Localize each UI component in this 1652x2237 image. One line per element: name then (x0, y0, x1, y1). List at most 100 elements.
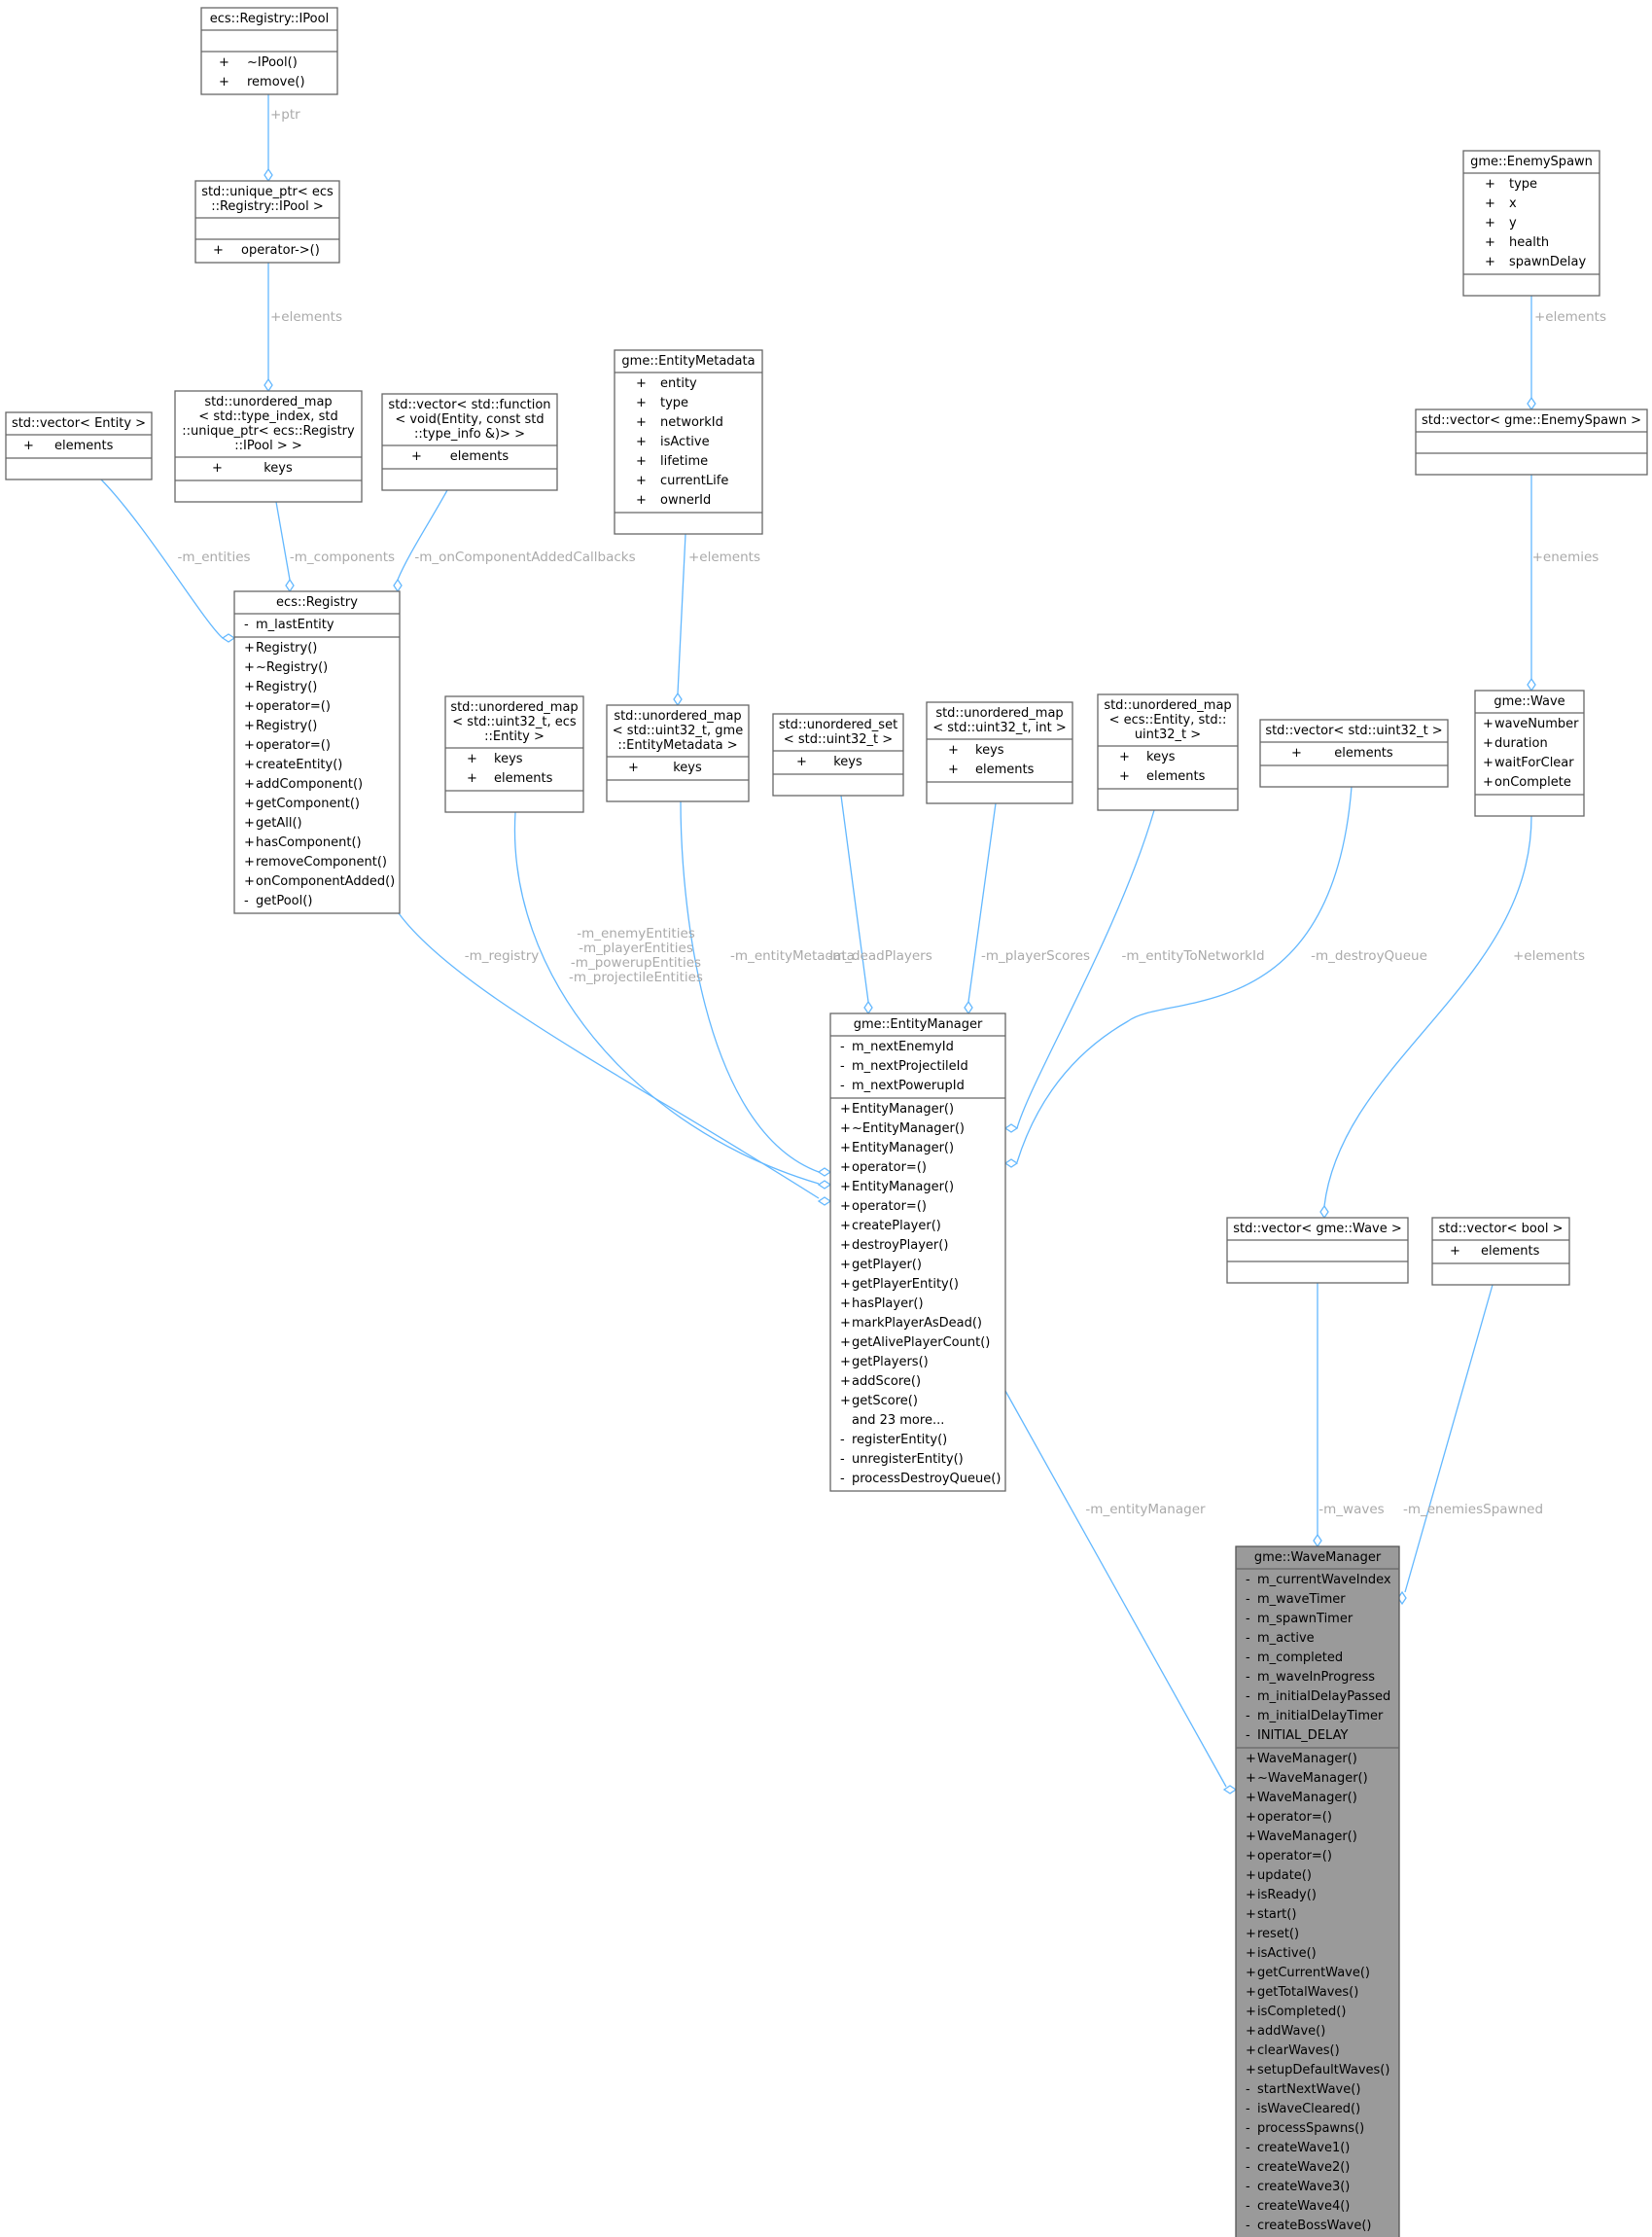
class-box-frame (772, 713, 904, 797)
class-box-frame (1415, 408, 1648, 476)
class-title: std::vector< std::function (388, 398, 550, 412)
class-box-vec_func[interactable]: std::vector< std::function< void(Entity,… (381, 393, 558, 491)
class-box-umap_net[interactable]: std::unordered_map< ecs::Entity, std::ui… (1097, 693, 1239, 811)
class-box-umap_int[interactable]: std::unordered_map< std::uint32_t, int >… (926, 701, 1073, 804)
class-title: std::unordered_set (779, 718, 897, 732)
method-name: remove() (247, 75, 305, 89)
class-box-umap_type[interactable]: std::unordered_map< std::type_index, std… (174, 390, 363, 503)
method-name: registerEntity() (852, 1433, 947, 1447)
method-name: startNextWave() (1257, 2082, 1360, 2097)
method-name: WaveManager() (1257, 1791, 1357, 1805)
class-box-enemyspawn[interactable]: gme::EnemySpawn+type+x+y+health+spawnDel… (1462, 150, 1600, 297)
class-box-vec_spawn[interactable]: std::vector< gme::EnemySpawn > (1415, 408, 1648, 476)
class-title: < std::uint32_t, ecs (452, 715, 577, 729)
method-name: processDestroyQueue() (852, 1472, 1001, 1486)
aggregation-diamond (1319, 1204, 1329, 1220)
edge-label: +elements (1534, 309, 1606, 325)
method-name: WaveManager() (1257, 1829, 1357, 1844)
class-box-meta[interactable]: gme::EntityMetadata+entity+type+networkI… (614, 349, 763, 535)
association-edge-e_meta_elem (673, 533, 686, 707)
method-name: getTotalWaves() (1257, 1985, 1358, 2000)
aggregation-diamond (285, 578, 295, 593)
class-box-wm[interactable]: gme::WaveManager-m_currentWaveIndex-m_wa… (1235, 1545, 1400, 2237)
method-name: getAll() (256, 816, 302, 831)
method-name: hasPlayer() (852, 1296, 924, 1311)
class-box-umap_meta[interactable]: std::unordered_map< std::uint32_t, gme::… (606, 704, 750, 802)
edge-label: -m_entityToNetworkId (1121, 948, 1264, 964)
edge-label: -m_powerupEntities (571, 955, 701, 971)
attribute-name: elements (450, 449, 510, 464)
visibility-marker: + (1246, 1907, 1256, 1922)
visibility-marker: + (244, 816, 255, 831)
visibility-marker: + (1291, 746, 1302, 761)
class-box-vec_u32[interactable]: std::vector< std::uint32_t >+elements (1259, 719, 1449, 788)
association-line (680, 800, 820, 1173)
visibility-marker: + (1246, 1829, 1256, 1844)
class-title: < std::type_index, std (198, 409, 337, 424)
visibility-marker: - (840, 1452, 845, 1467)
aggregation-diamond (817, 1167, 832, 1177)
association-edge-e_callbacks (393, 489, 448, 593)
visibility-marker: - (1246, 1612, 1250, 1626)
class-box-wave[interactable]: gme::Wave+waveNumber+duration+waitForCle… (1474, 690, 1585, 817)
class-box-ipool[interactable]: ecs::Registry::IPool+~IPool()+remove() (200, 7, 338, 95)
attribute-name: m_initialDelayPassed (1257, 1689, 1390, 1704)
visibility-marker: - (244, 618, 249, 632)
visibility-marker: + (1246, 2005, 1256, 2019)
class-title: std::unordered_map (935, 706, 1063, 721)
class-box-em[interactable]: gme::EntityManager-m_nextEnemyId-m_nextP… (829, 1012, 1006, 1492)
visibility-marker: + (1246, 1868, 1256, 1883)
class-box-vec_entity[interactable]: std::vector< Entity >+elements (5, 411, 153, 480)
visibility-marker: + (1450, 1244, 1460, 1259)
method-name: operator->() (241, 243, 320, 258)
visibility-marker: - (840, 1433, 845, 1447)
edge-label: -m_components (290, 550, 395, 565)
method-name: Registry() (256, 680, 317, 694)
method-name: addWave() (1257, 2024, 1325, 2039)
visibility-marker: + (948, 763, 959, 777)
method-name: createPlayer() (852, 1219, 941, 1233)
visibility-marker: - (1246, 2160, 1250, 2175)
method-name: getScore() (852, 1394, 918, 1408)
visibility-marker: + (1246, 1810, 1256, 1825)
attribute-name: m_lastEntity (256, 618, 334, 632)
class-title: std::vector< gme::Wave > (1233, 1222, 1402, 1236)
class-title: gme::EnemySpawn (1470, 155, 1593, 169)
method-name: ~WaveManager() (1257, 1771, 1368, 1786)
class-title: gme::EntityMetadata (621, 354, 755, 369)
class-box-vec_bool[interactable]: std::vector< bool >+elements (1431, 1217, 1570, 1286)
method-name: operator=() (1257, 1810, 1332, 1825)
visibility-marker: + (244, 777, 255, 792)
class-box-registry[interactable]: ecs::Registry-m_lastEntity+Registry()+~R… (233, 590, 401, 914)
edge-label: -m_enemyEntities (577, 926, 695, 941)
visibility-marker: - (1246, 2219, 1250, 2233)
method-name: operator=() (852, 1160, 927, 1175)
association-edge-e_registry (398, 912, 832, 1206)
method-name: destroyPlayer() (852, 1238, 948, 1253)
edge-label: -m_playerEntities (579, 941, 693, 956)
edge-label: +enemies (1532, 550, 1599, 565)
visibility-marker: + (1483, 736, 1494, 751)
attribute-name: type (1509, 177, 1537, 192)
method-name: processSpawns() (1257, 2121, 1364, 2136)
visibility-marker: + (1246, 1966, 1256, 1980)
method-name: Registry() (256, 719, 317, 733)
class-title: uint32_t > (1135, 728, 1201, 742)
visibility-marker: - (1246, 1670, 1250, 1685)
visibility-marker: - (244, 894, 249, 908)
edge-label: +elements (688, 550, 760, 565)
aggregation-diamond (1527, 396, 1536, 411)
method-name: getComponent() (256, 797, 360, 811)
aggregation-diamond (964, 1000, 973, 1015)
visibility-marker: + (1246, 2063, 1256, 2077)
class-box-umap_ent[interactable]: std::unordered_map< std::uint32_t, ecs::… (444, 695, 584, 813)
visibility-marker: + (840, 1335, 851, 1350)
attribute-name: ownerId (660, 493, 711, 508)
association-edge-e_destroyQueue (1003, 786, 1353, 1168)
class-box-uptr[interactable]: std::unique_ptr< ecs::Registry::IPool >+… (194, 180, 340, 264)
method-name: EntityManager() (852, 1102, 954, 1117)
class-box-uset[interactable]: std::unordered_set< std::uint32_t >+keys (772, 713, 904, 797)
class-box-vec_wave[interactable]: std::vector< gme::Wave > (1226, 1217, 1409, 1284)
visibility-marker: - (840, 1059, 845, 1074)
attribute-name: lifetime (660, 454, 708, 469)
